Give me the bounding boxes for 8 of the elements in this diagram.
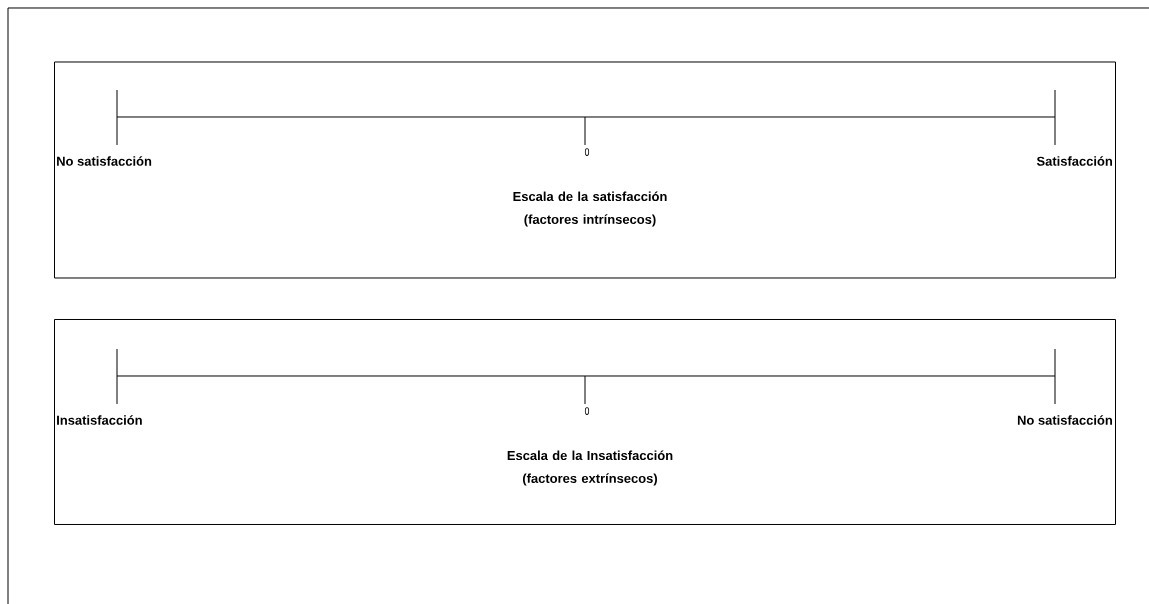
scale-end-label: Satisfacción [1036,156,1112,166]
scale-title: Escala de la satisfacción (factores intrínsecos) [513,191,667,227]
scale-end-label: No satisfacción [57,156,152,166]
scale-end-label: No satisfacción [1017,415,1112,425]
scale-end-label: Insatisfacción [57,415,142,425]
zero-label: 0 [584,407,590,415]
scale-title: Escala de la Insatisfacción (factores extrínsecos) [507,450,673,486]
zero-label: 0 [584,148,590,156]
